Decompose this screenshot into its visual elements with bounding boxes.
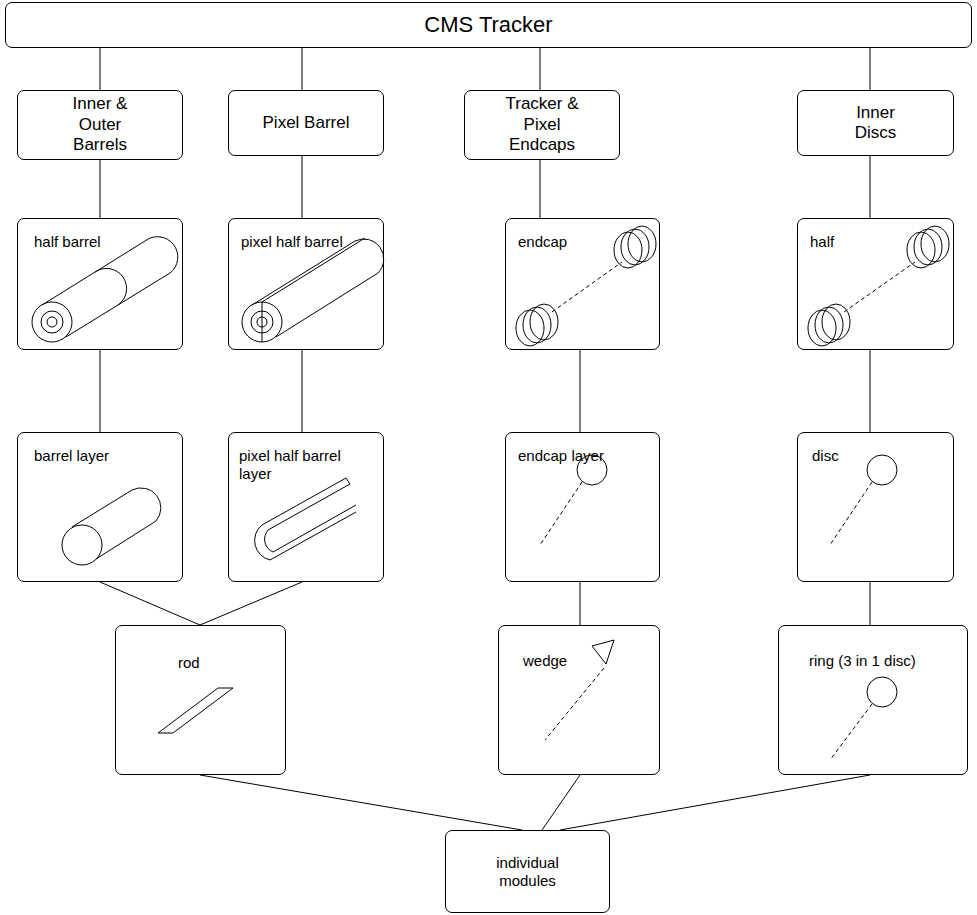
level-box: disc <box>797 432 954 582</box>
connector-line <box>542 775 580 830</box>
connector-line <box>580 350 581 432</box>
level-box: endcap <box>505 218 660 350</box>
connector-line <box>302 48 303 90</box>
level-box: endcap layer <box>505 432 660 582</box>
level-box: barrel layer <box>17 432 183 582</box>
level-box: half <box>797 218 954 350</box>
category-box: Pixel Barrel <box>228 90 384 156</box>
node-label: disc <box>798 433 953 465</box>
connector-line <box>302 156 303 218</box>
element-box: rod <box>115 625 286 775</box>
pixel-half-barrel-layer-figure <box>255 478 356 560</box>
element-box: wedge <box>498 625 660 775</box>
barrel-layer-figure <box>62 488 161 565</box>
level-box: pixel half barrel <box>228 218 384 350</box>
rod-figure <box>158 688 233 733</box>
node-label: half barrel <box>18 219 182 251</box>
node-label: CMS Tracker <box>420 10 556 40</box>
element-box: ring (3 in 1 disc) <box>778 625 968 775</box>
node-label: Inner & Outer Barrels <box>50 92 150 157</box>
node-label: half <box>798 219 953 251</box>
connector-line <box>100 160 101 218</box>
connector-line <box>870 48 871 90</box>
category-box: Tracker & Pixel Endcaps <box>464 90 620 160</box>
connector-line <box>540 160 541 218</box>
node-label: endcap layer <box>506 433 659 465</box>
connector-line <box>200 775 522 830</box>
connector-line <box>302 350 303 432</box>
pixel-half-barrel-figure <box>242 238 384 342</box>
connector-line <box>870 156 871 218</box>
connector-line <box>580 582 581 625</box>
node-label: Pixel Barrel <box>259 111 354 135</box>
node-label: endcap <box>506 219 659 251</box>
node-label: Inner Discs <box>836 101 916 146</box>
connector-line <box>560 775 870 830</box>
root-box: CMS Tracker <box>5 2 972 48</box>
node-label: ring (3 in 1 disc) <box>779 626 967 670</box>
connector-line <box>100 48 101 90</box>
connector-line <box>200 582 302 625</box>
node-label: individual modules <box>474 852 582 892</box>
node-label: pixel half barrel layer <box>229 433 383 483</box>
node-label: barrel layer <box>18 433 182 465</box>
category-box: Inner & Outer Barrels <box>17 90 183 160</box>
connector-line <box>100 350 101 432</box>
half-barrel-figure <box>32 237 178 342</box>
node-label: wedge <box>499 626 659 670</box>
connector-line <box>870 582 871 625</box>
connector-line <box>540 48 541 90</box>
category-box: Inner Discs <box>797 90 954 156</box>
module-box: individual modules <box>445 830 610 913</box>
level-box: pixel half barrel layer <box>228 432 384 582</box>
node-label: Tracker & Pixel Endcaps <box>492 92 592 157</box>
node-label: pixel half barrel <box>229 219 383 251</box>
connector-line <box>870 350 871 432</box>
connector-line <box>100 582 200 625</box>
endcap-layer-figure <box>540 455 607 545</box>
disc-figure <box>830 455 897 545</box>
node-label: rod <box>116 626 285 672</box>
ring-figure <box>830 677 897 760</box>
level-box: half barrel <box>17 218 183 350</box>
